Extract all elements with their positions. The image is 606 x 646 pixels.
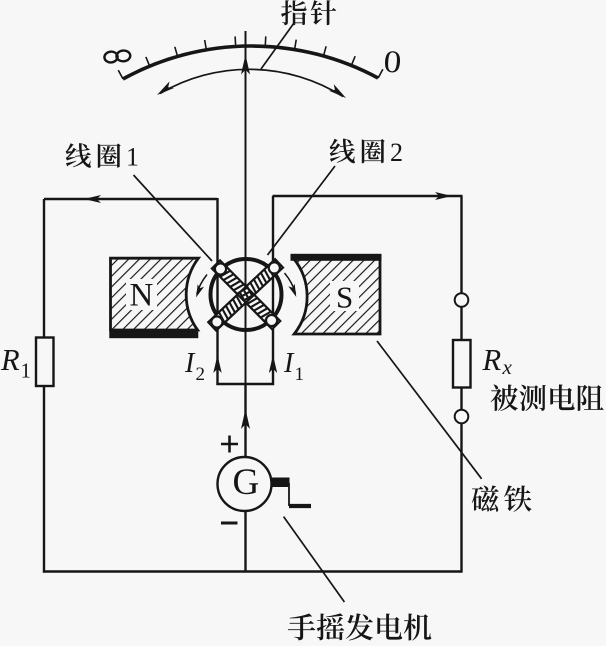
svg-text:I: I [184,348,196,379]
svg-text:1: 1 [126,143,139,172]
svg-text:2: 2 [196,364,206,385]
svg-text:1: 1 [295,364,305,385]
svg-text:1: 1 [21,359,32,383]
svg-text:2: 2 [390,138,403,167]
svg-text:S: S [336,280,353,315]
svg-text:R: R [482,343,502,377]
svg-text:x: x [502,355,513,379]
svg-text:G: G [233,462,260,503]
svg-text:0: 0 [382,44,402,80]
svg-text:N: N [130,278,154,314]
svg-text:I: I [283,348,295,379]
svg-text:R: R [0,343,20,377]
